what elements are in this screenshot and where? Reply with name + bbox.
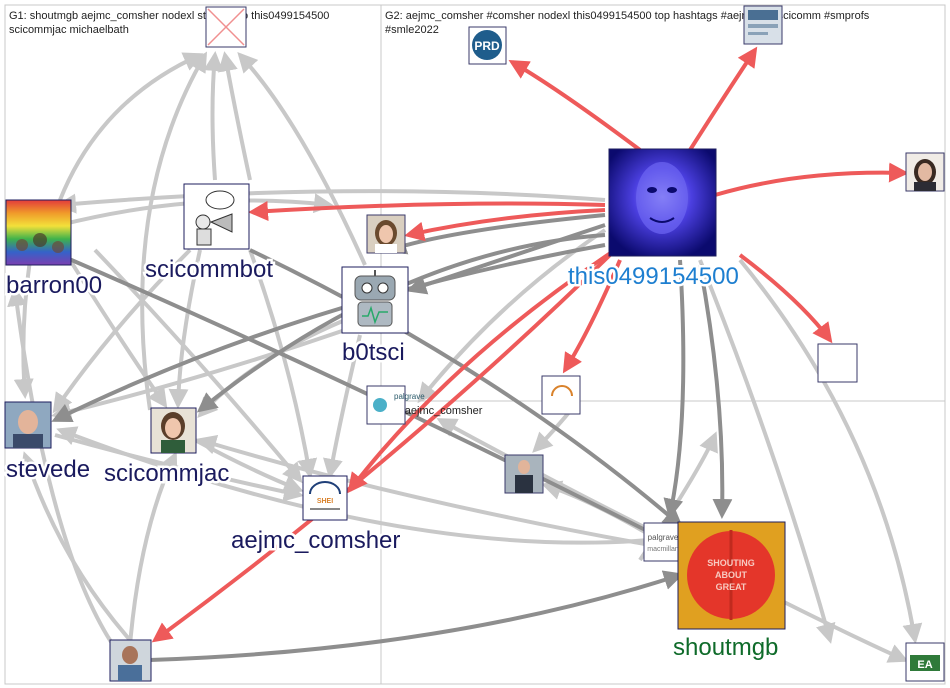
svg-text:SHOUTING: SHOUTING: [707, 558, 755, 568]
edge: [698, 259, 836, 644]
edge: [51, 328, 346, 421]
edge: [779, 598, 909, 663]
node-barron00[interactable]: [5, 199, 72, 266]
edge: [51, 243, 606, 422]
edge: [237, 52, 367, 266]
svg-text:GREAT: GREAT: [716, 582, 747, 592]
prd-logo-text: PRD: [474, 39, 500, 53]
edge: [248, 249, 318, 479]
node-stevede[interactable]: [4, 401, 52, 449]
edge: [436, 418, 651, 532]
label-halo: stevede: [6, 456, 90, 483]
node-woman-smiling[interactable]: [366, 214, 406, 254]
edge: [196, 435, 651, 547]
edge: [738, 258, 923, 644]
edge: [140, 51, 208, 411]
edge: [56, 189, 606, 214]
edge: [203, 51, 224, 181]
label-halo: aejmc_comsher: [231, 527, 400, 554]
node-aejmc-comsher[interactable]: SHEI: [302, 475, 348, 521]
edge: [508, 59, 642, 152]
edge: [59, 253, 669, 542]
label-aejmc-comsher: aejmc_comsher: [231, 527, 400, 554]
node-prd-logo[interactable]: PRD: [468, 26, 507, 65]
edge: [13, 259, 34, 399]
label-halo: shoutmgb: [673, 634, 778, 661]
edge: [663, 259, 686, 519]
svg-text:ABOUT: ABOUT: [715, 570, 747, 580]
label-halo: this0499154500: [568, 263, 739, 290]
edge: [249, 248, 684, 528]
palgrave-logo-text: palgrave: [648, 533, 679, 542]
node-shoutmgb[interactable]: SHOUTING ABOUT GREAT: [677, 521, 786, 630]
edge: [52, 248, 192, 414]
label-halo: b0tsci: [342, 339, 405, 366]
label-shoutmgb: shoutmgb: [673, 634, 778, 661]
edge: [7, 286, 122, 657]
group-boxes: [4, 4, 946, 685]
edge: [386, 213, 606, 255]
edge: [323, 334, 362, 479]
label-b0tsci: b0tsci: [342, 339, 405, 366]
node-missing-image[interactable]: [205, 6, 247, 48]
edge: [58, 52, 204, 201]
edge: [93, 248, 303, 484]
svg-text:SHEI: SHEI: [317, 498, 333, 505]
edge: [149, 570, 684, 662]
label-barron00: barron00: [6, 272, 102, 299]
node-4c-logo[interactable]: palgrave: [366, 385, 425, 425]
node-book-cover[interactable]: [743, 5, 783, 45]
edge: [698, 264, 733, 519]
edge: [562, 259, 622, 374]
nodes: PRD: [4, 5, 945, 682]
node-palgrave-logo[interactable]: palgrave macmillan: [643, 522, 683, 562]
node-scicommbot[interactable]: [183, 183, 250, 250]
group-g3-box: [380, 400, 946, 685]
edge: [197, 318, 346, 418]
edge: [218, 51, 252, 181]
edges-dark: [51, 213, 733, 662]
label-stevede: stevede: [6, 456, 90, 483]
label-halo: scicommbot: [145, 256, 273, 283]
node-woman-dark-hair[interactable]: [905, 152, 945, 192]
ea-logo-text: EA: [917, 659, 932, 671]
4c-logo-text: palgrave: [394, 392, 425, 401]
node-this0499154500[interactable]: [608, 148, 717, 257]
edge: [151, 253, 612, 643]
edge: [128, 451, 178, 646]
node-aejmc-gsig[interactable]: [817, 343, 858, 383]
edge: [347, 248, 617, 494]
node-man-glasses[interactable]: [109, 639, 152, 682]
label-this0499154500: this0499154500: [568, 263, 739, 290]
edge: [688, 46, 758, 152]
node-labels: this0499154500 this0499154500 scicommbot…: [4, 254, 781, 664]
label-scicommjac: scicommjac: [104, 460, 229, 487]
node-scicommjac[interactable]: [150, 407, 197, 454]
label-scicommbot: scicommbot: [145, 256, 273, 283]
group-g3-label: G3: aejmc_comsher: [384, 405, 483, 417]
edges-red: [151, 46, 909, 643]
edge: [738, 253, 833, 344]
edge: [54, 433, 304, 502]
edge: [248, 201, 606, 222]
edge: [168, 249, 202, 409]
edge: [56, 426, 651, 545]
group-g1-label-line-2: scicommjac michaelbath: [9, 24, 129, 36]
label-halo: barron00: [6, 272, 102, 299]
node-man-suit[interactable]: [504, 454, 544, 494]
group-g1-box: [4, 4, 382, 685]
edge: [714, 162, 909, 197]
group-g2-label-line-2: #smle2022: [385, 24, 439, 36]
node-ea-logo[interactable]: EA: [905, 642, 945, 682]
palgrave-logo-sub: macmillan: [647, 546, 679, 553]
group-g2-label-line-1: G2: aejmc_comsher #comsher nodexl this04…: [385, 10, 870, 22]
group-g1-label-line-1: G1: shoutmgb aejmc_comsher nodexl steved…: [9, 10, 329, 22]
label-halo: scicommjac: [104, 460, 229, 487]
node-b0tsci[interactable]: [341, 266, 409, 334]
edge: [404, 208, 606, 242]
node-aejmc-logo[interactable]: [541, 375, 581, 415]
